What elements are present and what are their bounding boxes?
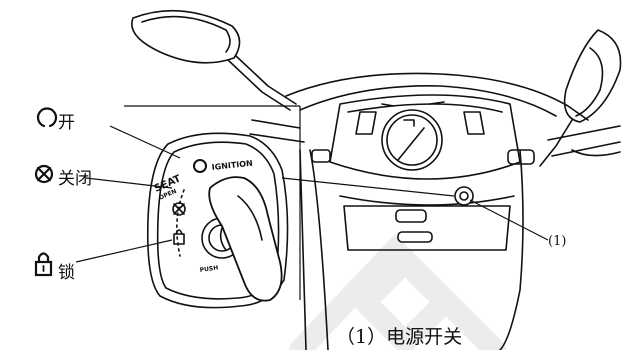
leader-off	[85, 177, 173, 189]
legend-icons	[34, 107, 58, 277]
figure-caption: （1）电源开关	[336, 326, 463, 348]
left-mirror	[131, 9, 297, 111]
legend-on-label: 开	[58, 113, 75, 133]
leader-lines	[75, 105, 549, 300]
leader-callout-1	[469, 199, 549, 241]
legend-off-label: 关闭	[58, 169, 92, 189]
callout-number: (1)	[548, 234, 567, 249]
ignition-label: IGNITION	[211, 159, 253, 172]
crossed-circle-icon	[34, 164, 54, 184]
right-mirror	[539, 29, 622, 167]
ignition-switch-panel	[146, 132, 289, 309]
scooter-front-view	[131, 9, 622, 350]
leader-lock	[75, 239, 173, 263]
legend-lock-label: 锁	[58, 263, 75, 283]
push-label: PUSH	[199, 264, 218, 274]
leader-on	[109, 125, 181, 159]
zoom-bottom-line	[281, 177, 455, 197]
open-circle-icon	[36, 107, 58, 128]
padlock-icon	[34, 252, 53, 277]
